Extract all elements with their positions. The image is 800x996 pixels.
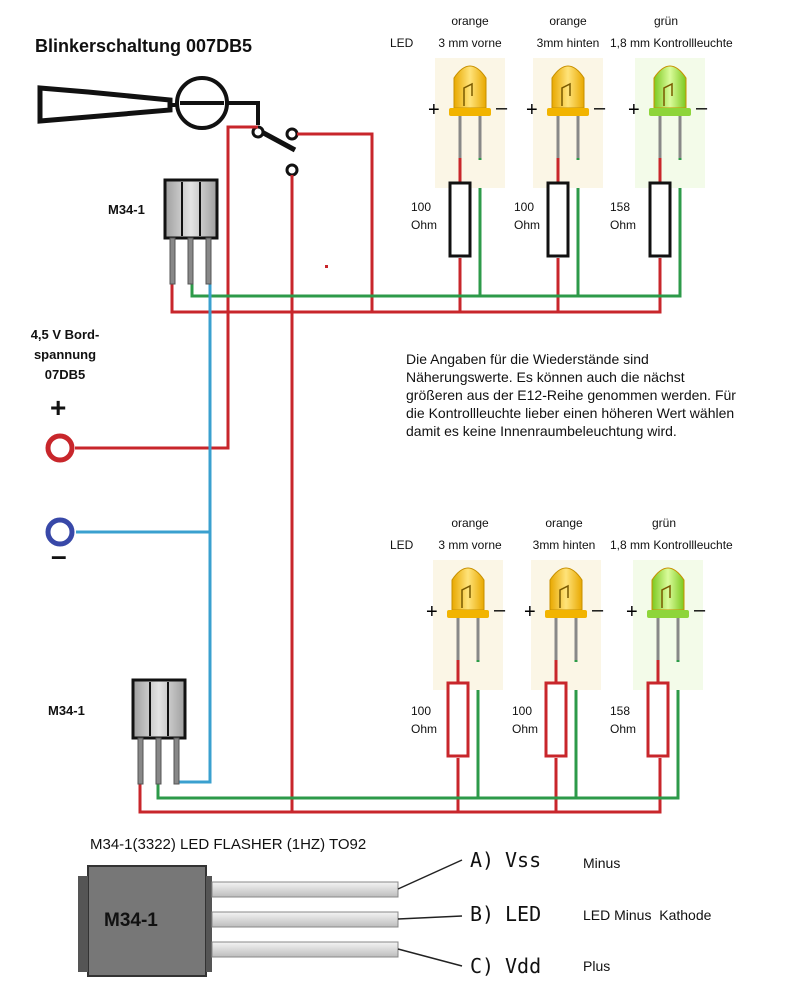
bottom-led1-minus: –: [494, 599, 506, 621]
top-led1-inner: [463, 82, 473, 106]
supply-line2: spannung: [33, 347, 97, 362]
bottom-led2-minus: –: [592, 599, 604, 621]
top-led2-plus: +: [526, 99, 538, 121]
bottom-r3-unit: Ohm: [610, 722, 637, 736]
pin-a-name: Vss: [505, 848, 542, 872]
supply-line3: 07DB5: [44, 367, 86, 382]
top-chip: [163, 178, 219, 285]
top-led2-desc: 3mm hinten: [536, 36, 600, 50]
bottom-led3-dome: [651, 567, 685, 611]
wire-blue: [76, 282, 212, 784]
top-led2-rim: [547, 108, 589, 116]
top-led1-rim: [449, 108, 491, 116]
top-led3-inner: [663, 82, 673, 106]
bottom-led1-plus: +: [426, 601, 438, 623]
wire-red: [75, 125, 662, 814]
supply-line1: 4,5 V Bord-: [30, 327, 100, 342]
top-led-label: LED: [390, 36, 414, 50]
plus-terminal: [45, 433, 75, 463]
bottom-led1-color: orange: [451, 516, 489, 530]
top-led3-minus: –: [696, 97, 708, 119]
bottom-led2-plus: +: [524, 601, 536, 623]
pinout-chip-label: M34-1: [104, 910, 158, 931]
bottom-chip: [131, 678, 187, 785]
top-resistor-3: [648, 181, 672, 258]
bottom-led1-rim: [447, 610, 489, 618]
bottom-led1-inner: [461, 584, 471, 608]
top-led1-plus: +: [428, 99, 440, 121]
page-title: Blinkerschaltung 007DB5: [35, 36, 253, 56]
bottom-led1-desc: 3 mm vorne: [438, 538, 502, 552]
led-groups: +–+–+–+–+–+–: [426, 58, 708, 758]
bottom-chip-label: M34-1: [48, 703, 85, 718]
bottom-led2-rim: [545, 610, 587, 618]
plus-sign: +: [50, 392, 67, 423]
bottom-resistor-3: [646, 681, 670, 758]
top-r2-unit: Ohm: [514, 218, 541, 232]
lamp-switch: [37, 76, 299, 177]
bottom-resistor-2: [544, 681, 568, 758]
pin-b-name: LED: [505, 902, 542, 926]
top-r2-value: 100: [514, 200, 535, 214]
pin-a-letter: A): [470, 848, 495, 872]
top-led3-dome: [653, 65, 687, 109]
top-led1-minus: –: [496, 97, 508, 119]
top-led3-plus: +: [628, 99, 640, 121]
top-r3-unit: Ohm: [610, 218, 637, 232]
top-led2-color: orange: [549, 14, 587, 28]
pinout-heading: M34-1(3322) LED FLASHER (1HZ) TO92: [90, 836, 367, 853]
bottom-led2-inner: [559, 584, 569, 608]
bottom-led2-desc: 3mm hinten: [532, 538, 596, 552]
top-r1-value: 100: [411, 200, 432, 214]
bottom-led3-inner: [661, 584, 671, 608]
wire-dot: [325, 265, 328, 268]
bottom-r2-unit: Ohm: [512, 722, 539, 736]
bottom-led-label: LED: [390, 538, 414, 552]
bottom-led1-dome: [451, 567, 485, 611]
top-r1-unit: Ohm: [411, 218, 438, 232]
pin-c-desc: Plus: [583, 958, 611, 974]
bottom-r3-value: 158: [610, 704, 631, 718]
resistor-note: Die Angaben für die Wiederstände sind Nä…: [406, 351, 736, 439]
bottom-led3-color: grün: [651, 516, 677, 530]
pin-c-letter: C): [470, 954, 495, 978]
top-led3-rim: [649, 108, 691, 116]
bottom-led3-plus: +: [626, 601, 638, 623]
pin-a-desc: Minus: [583, 855, 621, 871]
bottom-led3-minus: –: [694, 599, 706, 621]
top-led1-dome: [453, 65, 487, 109]
bottom-resistor-1: [446, 681, 470, 758]
bottom-led3-desc: 1,8 mm Kontrollleuchte: [610, 538, 733, 552]
bottom-r2-value: 100: [512, 704, 533, 718]
top-led2-inner: [561, 82, 571, 106]
bottom-r1-unit: Ohm: [411, 722, 438, 736]
top-r3-value: 158: [610, 200, 631, 214]
top-led3-color: grün: [653, 14, 679, 28]
pinout-drawing: [78, 859, 463, 977]
bottom-led3-rim: [647, 610, 689, 618]
top-led2-minus: –: [594, 97, 606, 119]
bottom-led2-color: orange: [545, 516, 583, 530]
bottom-led2-dome: [549, 567, 583, 611]
top-led2-dome: [551, 65, 585, 109]
pin-b-letter: B): [470, 902, 495, 926]
top-led3-desc: 1,8 mm Kontrollleuchte: [610, 36, 733, 50]
top-resistor-1: [448, 181, 472, 258]
minus-terminal: [45, 517, 75, 547]
pin-c-name: Vdd: [505, 954, 542, 978]
pin-b-desc: LED Minus Kathode: [583, 907, 712, 923]
top-led1-desc: 3 mm vorne: [438, 36, 502, 50]
minus-sign: –: [51, 540, 67, 571]
top-led1-color: orange: [451, 14, 489, 28]
top-chip-label: M34-1: [108, 202, 145, 217]
top-resistor-2: [546, 181, 570, 258]
supply-label: 4,5 V Bord- spannung 07DB5: [20, 325, 110, 385]
bottom-r1-value: 100: [411, 704, 432, 718]
wire-green: [156, 150, 682, 800]
